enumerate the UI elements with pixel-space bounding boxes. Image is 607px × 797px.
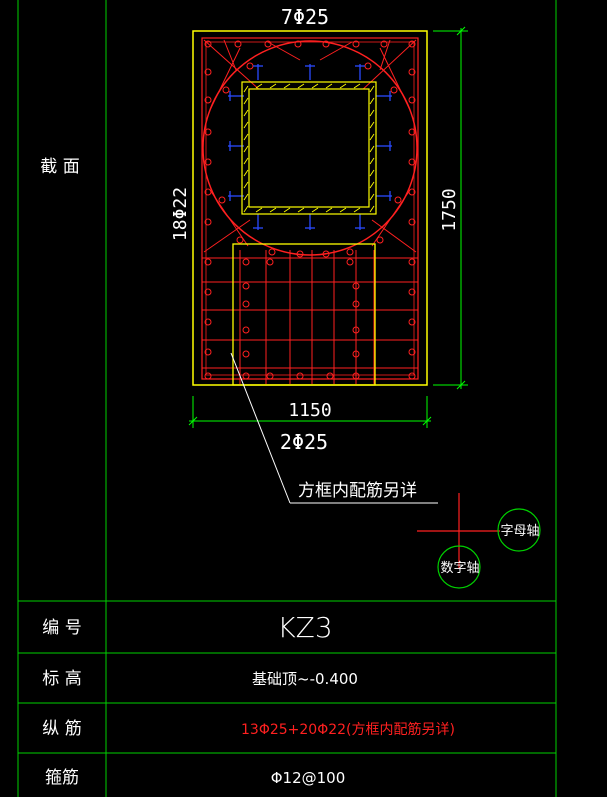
diagonal-ties: [203, 39, 417, 253]
rebar-bars-lower: [204, 258, 416, 380]
width-dimension: 1150: [288, 400, 331, 421]
column-section: [192, 30, 428, 386]
row-label-elevation: 标 高: [42, 669, 81, 689]
number-axis-label: 数字轴: [440, 561, 479, 576]
row-value-stirrup: Φ12@100: [271, 769, 346, 787]
blue-tie-markers: [228, 64, 392, 230]
rebar-cage: [201, 37, 419, 380]
table-grid: [17, 0, 557, 797]
row-value-elevation: 基础顶~-0.400: [252, 670, 358, 688]
detail-note: 方框内配筋另详: [298, 481, 417, 501]
axis-cross: [417, 493, 500, 568]
lower-rebar-grid: [202, 250, 418, 384]
height-dimension: 1750: [439, 188, 460, 231]
inner-bars-label: 2Φ25: [280, 430, 328, 454]
section-label: 截 面: [40, 157, 79, 177]
row-value-id: KZ3: [277, 611, 332, 644]
number-axis-circle: [437, 545, 481, 589]
row-label-id: 编 号: [42, 618, 81, 638]
letter-axis-label: 字母轴: [500, 524, 539, 539]
steel-tube: [241, 81, 377, 215]
detail-box: [232, 243, 376, 386]
dimension-lines: [188, 26, 468, 428]
row-label-longitudinal: 纵 筋: [42, 719, 81, 739]
side-bars-label: 18Φ22: [170, 187, 191, 241]
rebar-bars-upper: [204, 40, 416, 258]
circular-stirrup: [202, 40, 418, 256]
rebar-cage-inner: [205, 41, 415, 376]
row-label-stirrup: 箍筋: [45, 768, 79, 788]
note-leader: [230, 352, 438, 504]
letter-axis-circle: [497, 508, 541, 552]
top-bars-label: 7Φ25: [281, 5, 329, 29]
column-outline: [192, 30, 428, 386]
row-value-longitudinal: 13Φ25+20Φ22(方框内配筋另详): [241, 721, 455, 738]
